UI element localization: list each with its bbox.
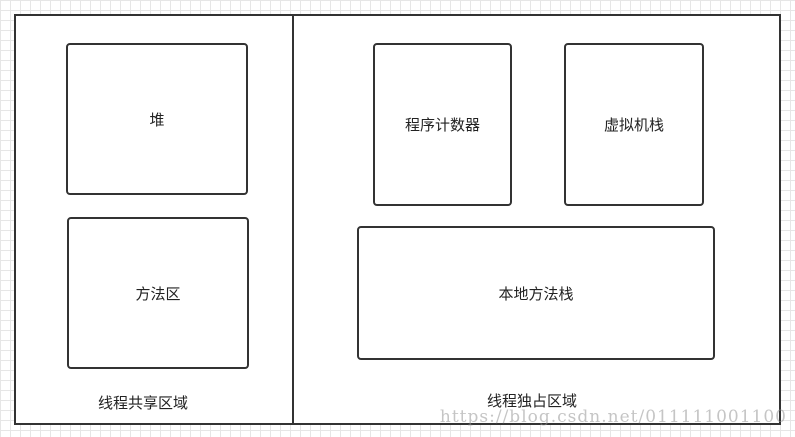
- method-area-label: 方法区: [135, 284, 181, 303]
- thread-shared-region-label: 线程共享区域: [98, 394, 189, 412]
- heap-label: 堆: [149, 110, 165, 129]
- vm-stack-label: 虚拟机栈: [603, 116, 664, 134]
- native-method-stack-label: 本地方法栈: [498, 284, 574, 303]
- method-area-box: 方法区: [67, 217, 249, 369]
- thread-private-region-label: 线程独占区域: [487, 392, 578, 410]
- thread-private-region: [292, 14, 781, 425]
- watermark-url: https://blog.csdn.net/011111001100: [439, 407, 787, 427]
- heap-box: 堆: [66, 43, 248, 195]
- program-counter-box: 程序计数器: [373, 43, 512, 206]
- vm-stack-box: 虚拟机栈: [564, 43, 704, 206]
- program-counter-label: 程序计数器: [404, 116, 480, 134]
- native-method-stack-box: 本地方法栈: [357, 226, 715, 360]
